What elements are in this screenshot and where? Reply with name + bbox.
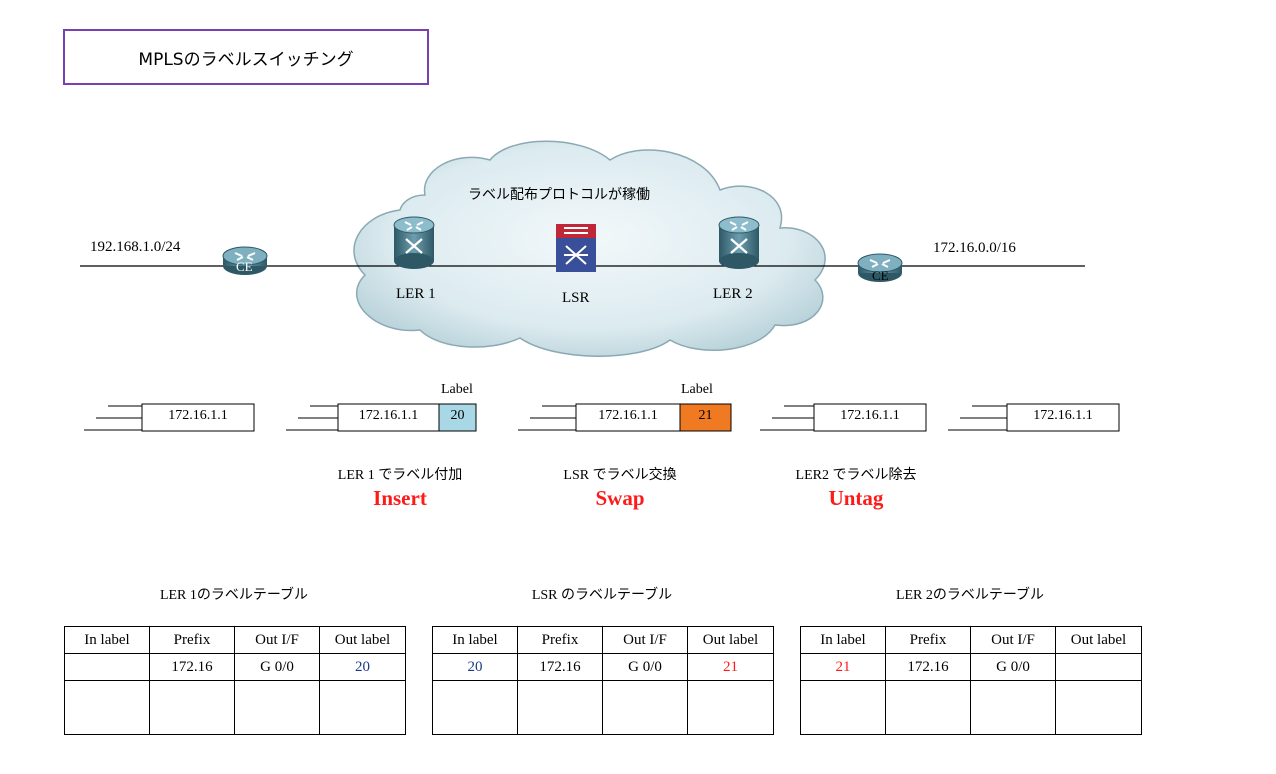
ler2-label: LER 2	[713, 286, 753, 302]
table-cell	[64, 680, 150, 735]
table-ler2-title: LER 2のラベルテーブル	[895, 588, 1045, 603]
cloud-label: ラベル配布プロトコルが稼働	[468, 187, 650, 203]
table-cell	[1055, 680, 1142, 735]
column-header: Out I/F	[234, 626, 320, 654]
title-text: MPLSのラベルスイッチング	[138, 49, 354, 70]
table-cell: 21	[687, 653, 774, 681]
table-cell	[234, 680, 320, 735]
table-lsr-title: LSR のラベルテーブル	[531, 588, 673, 603]
table-row: 172.16 G 0/0 20	[64, 653, 406, 681]
column-header: Out label	[687, 626, 774, 654]
ler2-router-icon	[718, 216, 760, 269]
table-lsr: In label Prefix Out I/F Out label 20 172…	[432, 626, 774, 735]
table-cell: G 0/0	[234, 653, 320, 681]
ce-left-router-icon	[222, 246, 268, 275]
packet-5	[948, 403, 1120, 432]
network-left-label: 192.168.1.0/24	[90, 239, 181, 255]
column-header: Prefix	[517, 626, 603, 654]
op-swap-desc: LSR でラベル交換	[563, 468, 677, 483]
packet-2-label-value: 20	[450, 408, 465, 423]
table-cell	[432, 680, 518, 735]
column-header: Prefix	[885, 626, 971, 654]
packet-1	[84, 403, 255, 432]
op-untag-desc: LER2 でラベル除去	[795, 468, 917, 483]
network-right-label: 172.16.0.0/16	[933, 240, 1016, 256]
op-swap-name: Swap	[595, 486, 645, 510]
table-ler1-title: LER 1のラベルテーブル	[159, 588, 309, 603]
column-header: In label	[432, 626, 518, 654]
packet-2-label-heading: Label	[441, 382, 473, 397]
packet-3-label-heading: Label	[681, 382, 713, 397]
ce-right-router-icon	[857, 253, 903, 282]
table-cell	[602, 680, 688, 735]
label-20-box	[438, 403, 477, 432]
ce-right-label: CE	[872, 268, 889, 283]
op-untag-name: Untag	[828, 486, 884, 510]
op-insert-name: Insert	[373, 486, 427, 510]
column-header: In label	[800, 626, 886, 654]
packet-2-ip: 172.16.1.1	[358, 408, 419, 423]
table-cell	[319, 680, 406, 735]
lsr-label: LSR	[562, 290, 590, 306]
table-cell: 172.16	[885, 653, 971, 681]
table-cell	[149, 680, 235, 735]
table-cell: 21	[800, 653, 886, 681]
ler1-router-icon	[393, 216, 435, 269]
table-ler2: In label Prefix Out I/F Out label 21 172…	[800, 626, 1142, 735]
table-header-row: In label Prefix Out I/F Out label	[64, 626, 406, 654]
table-cell	[970, 680, 1056, 735]
table-row-empty	[64, 680, 406, 735]
packet-2	[286, 403, 477, 432]
packet-1-ip: 172.16.1.1	[168, 408, 228, 423]
column-header: Out label	[319, 626, 406, 654]
table-cell	[687, 680, 774, 735]
table-cell	[64, 653, 150, 681]
column-header: Out label	[1055, 626, 1142, 654]
column-header: Out I/F	[602, 626, 688, 654]
column-header: In label	[64, 626, 150, 654]
table-row-empty	[432, 680, 774, 735]
page-title: MPLSのラベルスイッチング	[63, 29, 429, 85]
table-cell: 172.16	[149, 653, 235, 681]
op-insert-desc: LER 1 でラベル付加	[337, 468, 463, 483]
table-cell	[885, 680, 971, 735]
table-header-row: In label Prefix Out I/F Out label	[432, 626, 774, 654]
packet-4-ip: 172.16.1.1	[840, 408, 900, 423]
table-header-row: In label Prefix Out I/F Out label	[800, 626, 1142, 654]
table-cell	[800, 680, 886, 735]
table-cell: G 0/0	[970, 653, 1056, 681]
table-cell	[517, 680, 603, 735]
column-header: Out I/F	[970, 626, 1056, 654]
packet-4	[760, 403, 927, 432]
table-cell: 20	[319, 653, 406, 681]
table-cell: 20	[432, 653, 518, 681]
ler1-label: LER 1	[396, 286, 436, 302]
packet-3-label-value: 21	[698, 408, 713, 423]
table-cell: G 0/0	[602, 653, 688, 681]
table-cell: 172.16	[517, 653, 603, 681]
table-cell	[1055, 653, 1142, 681]
label-21-box	[679, 403, 732, 432]
column-header: Prefix	[149, 626, 235, 654]
packet-5-ip: 172.16.1.1	[1033, 408, 1093, 423]
table-row-empty	[800, 680, 1142, 735]
lsr-switch-icon	[556, 224, 596, 272]
packet-3-ip: 172.16.1.1	[598, 408, 658, 423]
packet-3	[518, 403, 732, 432]
table-row: 20 172.16 G 0/0 21	[432, 653, 774, 681]
table-ler1: In label Prefix Out I/F Out label 172.16…	[64, 626, 406, 735]
table-row: 21 172.16 G 0/0	[800, 653, 1142, 681]
ce-left-label: CE	[236, 259, 253, 274]
